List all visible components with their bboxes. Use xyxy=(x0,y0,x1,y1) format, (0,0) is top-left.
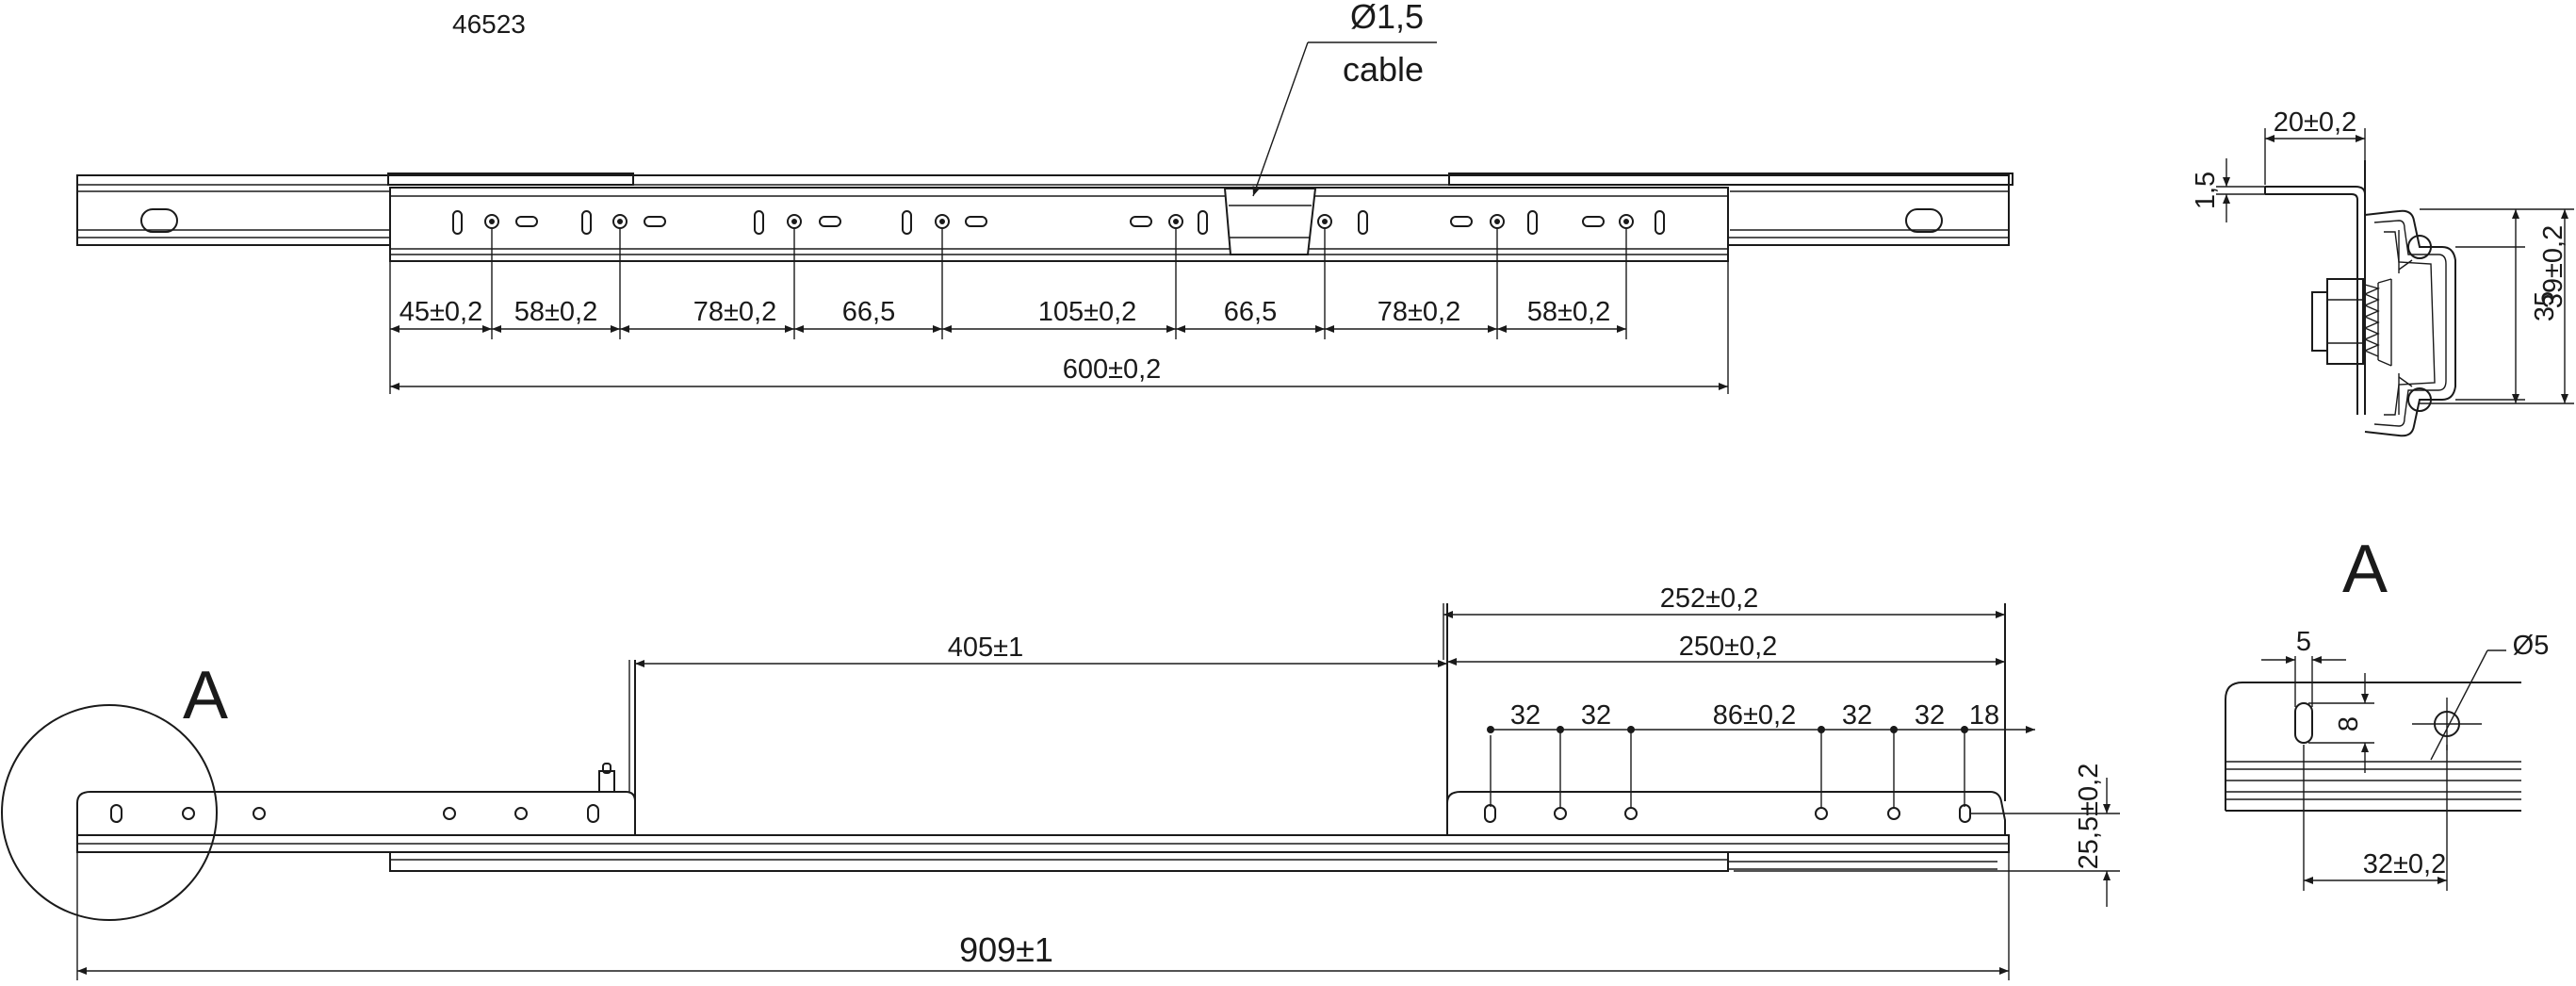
dim-8: 8 xyxy=(2334,716,2364,731)
dim-66-5: 66,5 xyxy=(842,297,895,327)
dim-39: 39±0,2 xyxy=(2538,225,2568,309)
dim-32: 32±0,2 xyxy=(2363,849,2447,879)
dim-25-5: 25,5±0,2 xyxy=(2074,764,2104,870)
side-view: A xyxy=(1,583,2120,980)
dim-66-5-b: 66,5 xyxy=(1224,297,1277,327)
dim-58-b: 58±0,2 xyxy=(1527,297,1611,327)
dim-909: 909±1 xyxy=(959,930,1053,969)
dim-58: 58±0,2 xyxy=(514,297,598,327)
pitch-86: 86±0,2 xyxy=(1713,700,1797,731)
dim-78-b: 78±0,2 xyxy=(1378,297,1461,327)
pitch-32-b: 32 xyxy=(1581,700,1611,731)
pitch-18: 18 xyxy=(1969,700,1999,731)
dim-35: 35 xyxy=(2530,291,2560,321)
dim-252: 252±0,2 xyxy=(1660,583,1759,614)
section-view: 20±0,2 1,5 35 39±0,2 xyxy=(2191,107,2574,437)
dim-405: 405±1 xyxy=(948,633,1023,663)
dim-250: 250±0,2 xyxy=(1679,632,1778,662)
dim-dia-5: Ø5 xyxy=(2513,631,2550,661)
detail-a-title: A xyxy=(2342,532,2388,607)
pitch-32-c: 32 xyxy=(1842,700,1872,731)
dim-105: 105±0,2 xyxy=(1038,297,1137,327)
pitch-32-a: 32 xyxy=(1510,700,1541,731)
cable-label: cable xyxy=(1343,50,1424,89)
dim-78: 78±0,2 xyxy=(693,297,777,327)
pitch-32-d: 32 xyxy=(1915,700,1945,731)
dim-45: 45±0,2 xyxy=(399,297,483,327)
top-view: Ø1,5 cable 45±0,2 xyxy=(76,0,2014,394)
cable-callout: Ø1,5 cable xyxy=(1252,0,1437,197)
detail-a-marker: A xyxy=(183,658,228,733)
dim-5: 5 xyxy=(2296,627,2311,657)
part-number: 46523 xyxy=(452,9,526,39)
cable-diameter-label: Ø1,5 xyxy=(1350,0,1424,36)
dim-1-5: 1,5 xyxy=(2191,172,2221,209)
detail-a-view: A 5 8 Ø5 xyxy=(2225,532,2549,891)
dim-600: 600±0,2 xyxy=(1063,354,1162,385)
dim-20: 20±0,2 xyxy=(2274,107,2357,138)
